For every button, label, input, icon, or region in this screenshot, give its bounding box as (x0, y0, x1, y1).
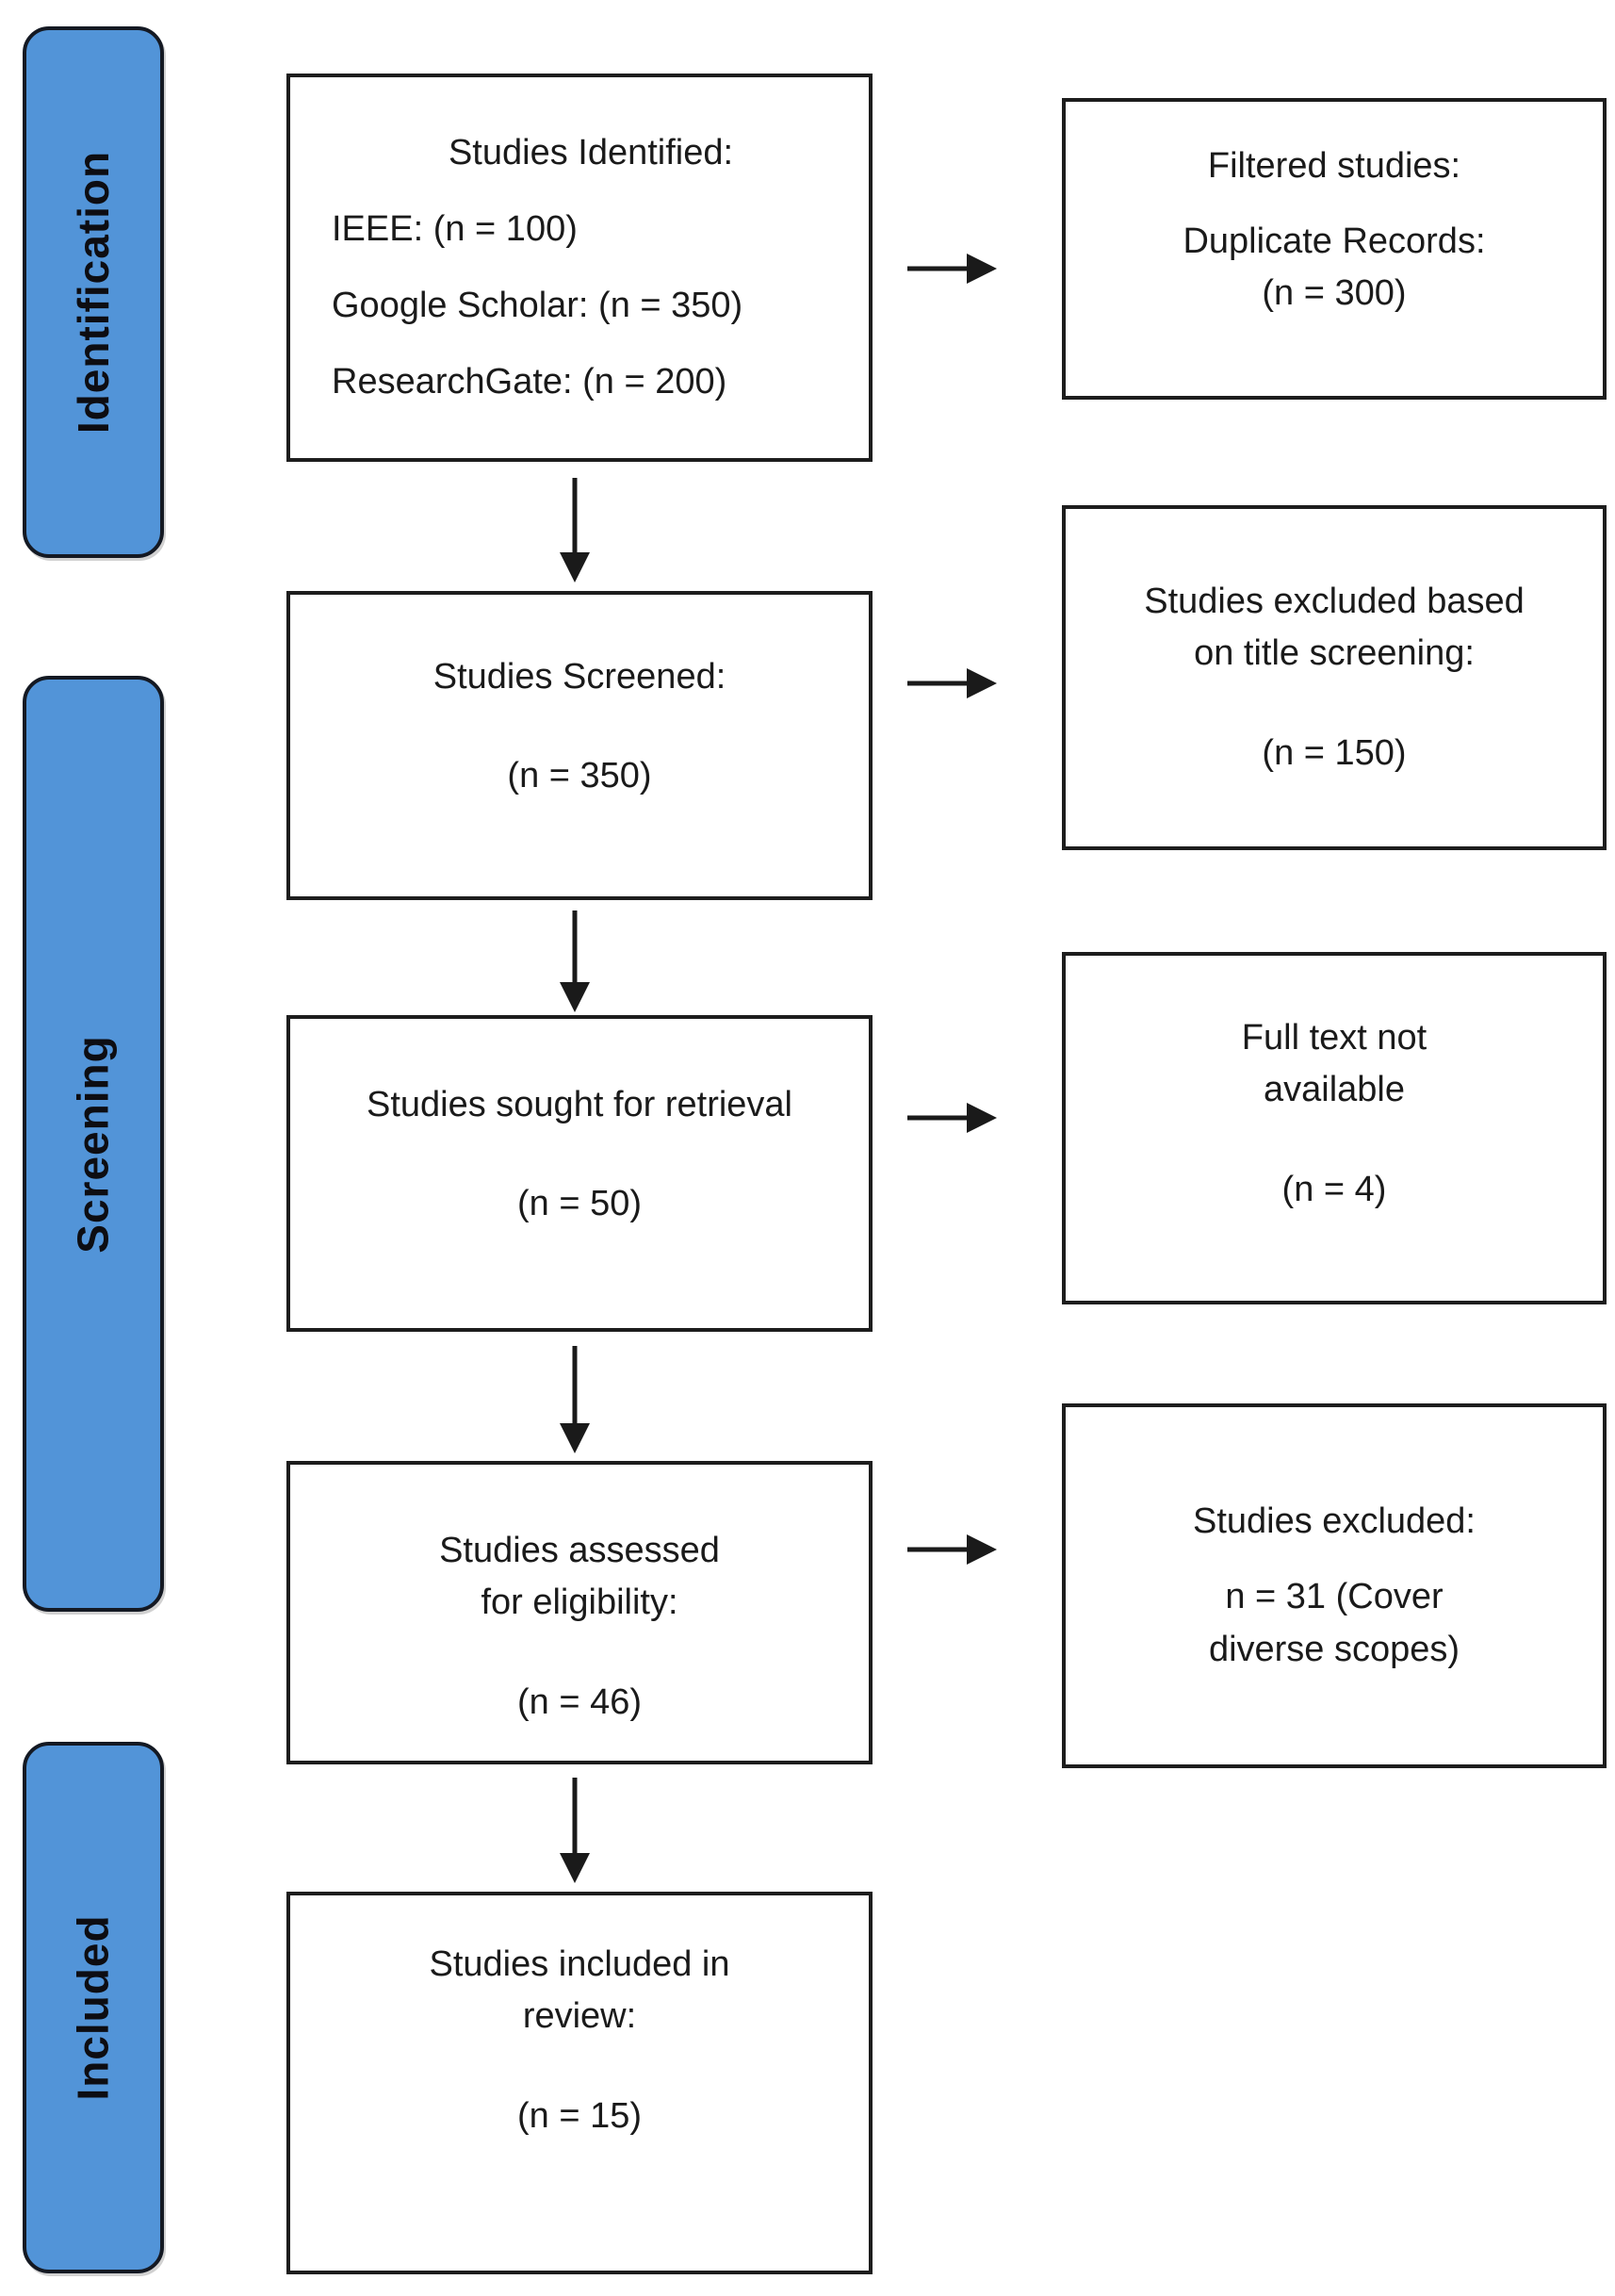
box-studies-excluded-count: n = 31 (Cover diverse scopes) (1208, 1577, 1460, 1669)
stage-identification: Identification (23, 26, 164, 558)
box-studies-assessed: Studies assessed for eligibility: (n = 4… (286, 1461, 873, 1764)
box-studies-excluded-title: Studies excluded: (1193, 1501, 1476, 1542)
box-excluded-title-screening: Studies excluded based on title screenin… (1062, 505, 1607, 850)
box-excluded-title-screening-count: (n = 150) (1262, 732, 1407, 773)
right-arrow-1 (907, 254, 997, 284)
box-studies-screened: Studies Screened: (n = 350) (286, 591, 873, 900)
box-studies-included-count: (n = 15) (516, 2095, 643, 2136)
right-arrow-3 (907, 1103, 997, 1133)
box-studies-excluded: Studies excluded: n = 31 (Cover diverse … (1062, 1403, 1607, 1768)
box-studies-included: Studies included in review: (n = 15) (286, 1892, 873, 2274)
box-studies-screened-title: Studies Screened: (432, 656, 726, 697)
box-filtered-studies-count: Duplicate Records: (n = 300) (1183, 221, 1486, 314)
box-studies-identified-title: Studies Identified: (448, 132, 734, 172)
stage-identification-label: Identification (69, 150, 119, 435)
box-studies-assessed-count: (n = 46) (516, 1681, 643, 1722)
down-arrow-4 (560, 1778, 590, 1883)
box-filtered-studies: Filtered studies: Duplicate Records: (n … (1062, 98, 1607, 400)
box-studies-sought-title: Studies sought for retrieval (366, 1084, 792, 1124)
box-full-text-not-available-count: (n = 4) (1281, 1169, 1387, 1209)
source-ieee-count: IEEE: (n = 100) (332, 208, 578, 249)
stage-screening: Screening (23, 676, 164, 1612)
box-full-text-not-available-title: Full text not available (1241, 1018, 1427, 1110)
right-arrow-2 (907, 668, 997, 698)
box-full-text-not-available: Full text not available (n = 4) (1062, 952, 1607, 1304)
box-studies-assessed-title: Studies assessed for eligibility: (439, 1531, 720, 1623)
source-researchgate-count: ResearchGate: (n = 200) (332, 362, 727, 402)
box-studies-included-title: Studies included in review: (429, 1944, 730, 2037)
down-arrow-3 (560, 1346, 590, 1453)
box-studies-screened-count: (n = 350) (507, 756, 652, 795)
box-studies-identified: Studies Identified: IEEE: (n = 100) Goog… (286, 74, 873, 462)
box-filtered-studies-title: Filtered studies: (1207, 145, 1461, 186)
down-arrow-2 (560, 910, 590, 1012)
box-studies-sought-count: (n = 50) (516, 1184, 643, 1223)
stage-included: Included (23, 1742, 164, 2273)
stage-included-label: Included (69, 1914, 118, 2101)
right-arrow-4 (907, 1534, 997, 1565)
down-arrow-1 (560, 478, 590, 582)
source-google-scholar-count: Google Scholar: (n = 350) (332, 286, 743, 325)
box-studies-sought: Studies sought for retrieval (n = 50) (286, 1015, 873, 1332)
box-excluded-title-screening-title: Studies excluded based on title screenin… (1144, 582, 1525, 674)
stage-screening-label: Screening (69, 1034, 119, 1254)
